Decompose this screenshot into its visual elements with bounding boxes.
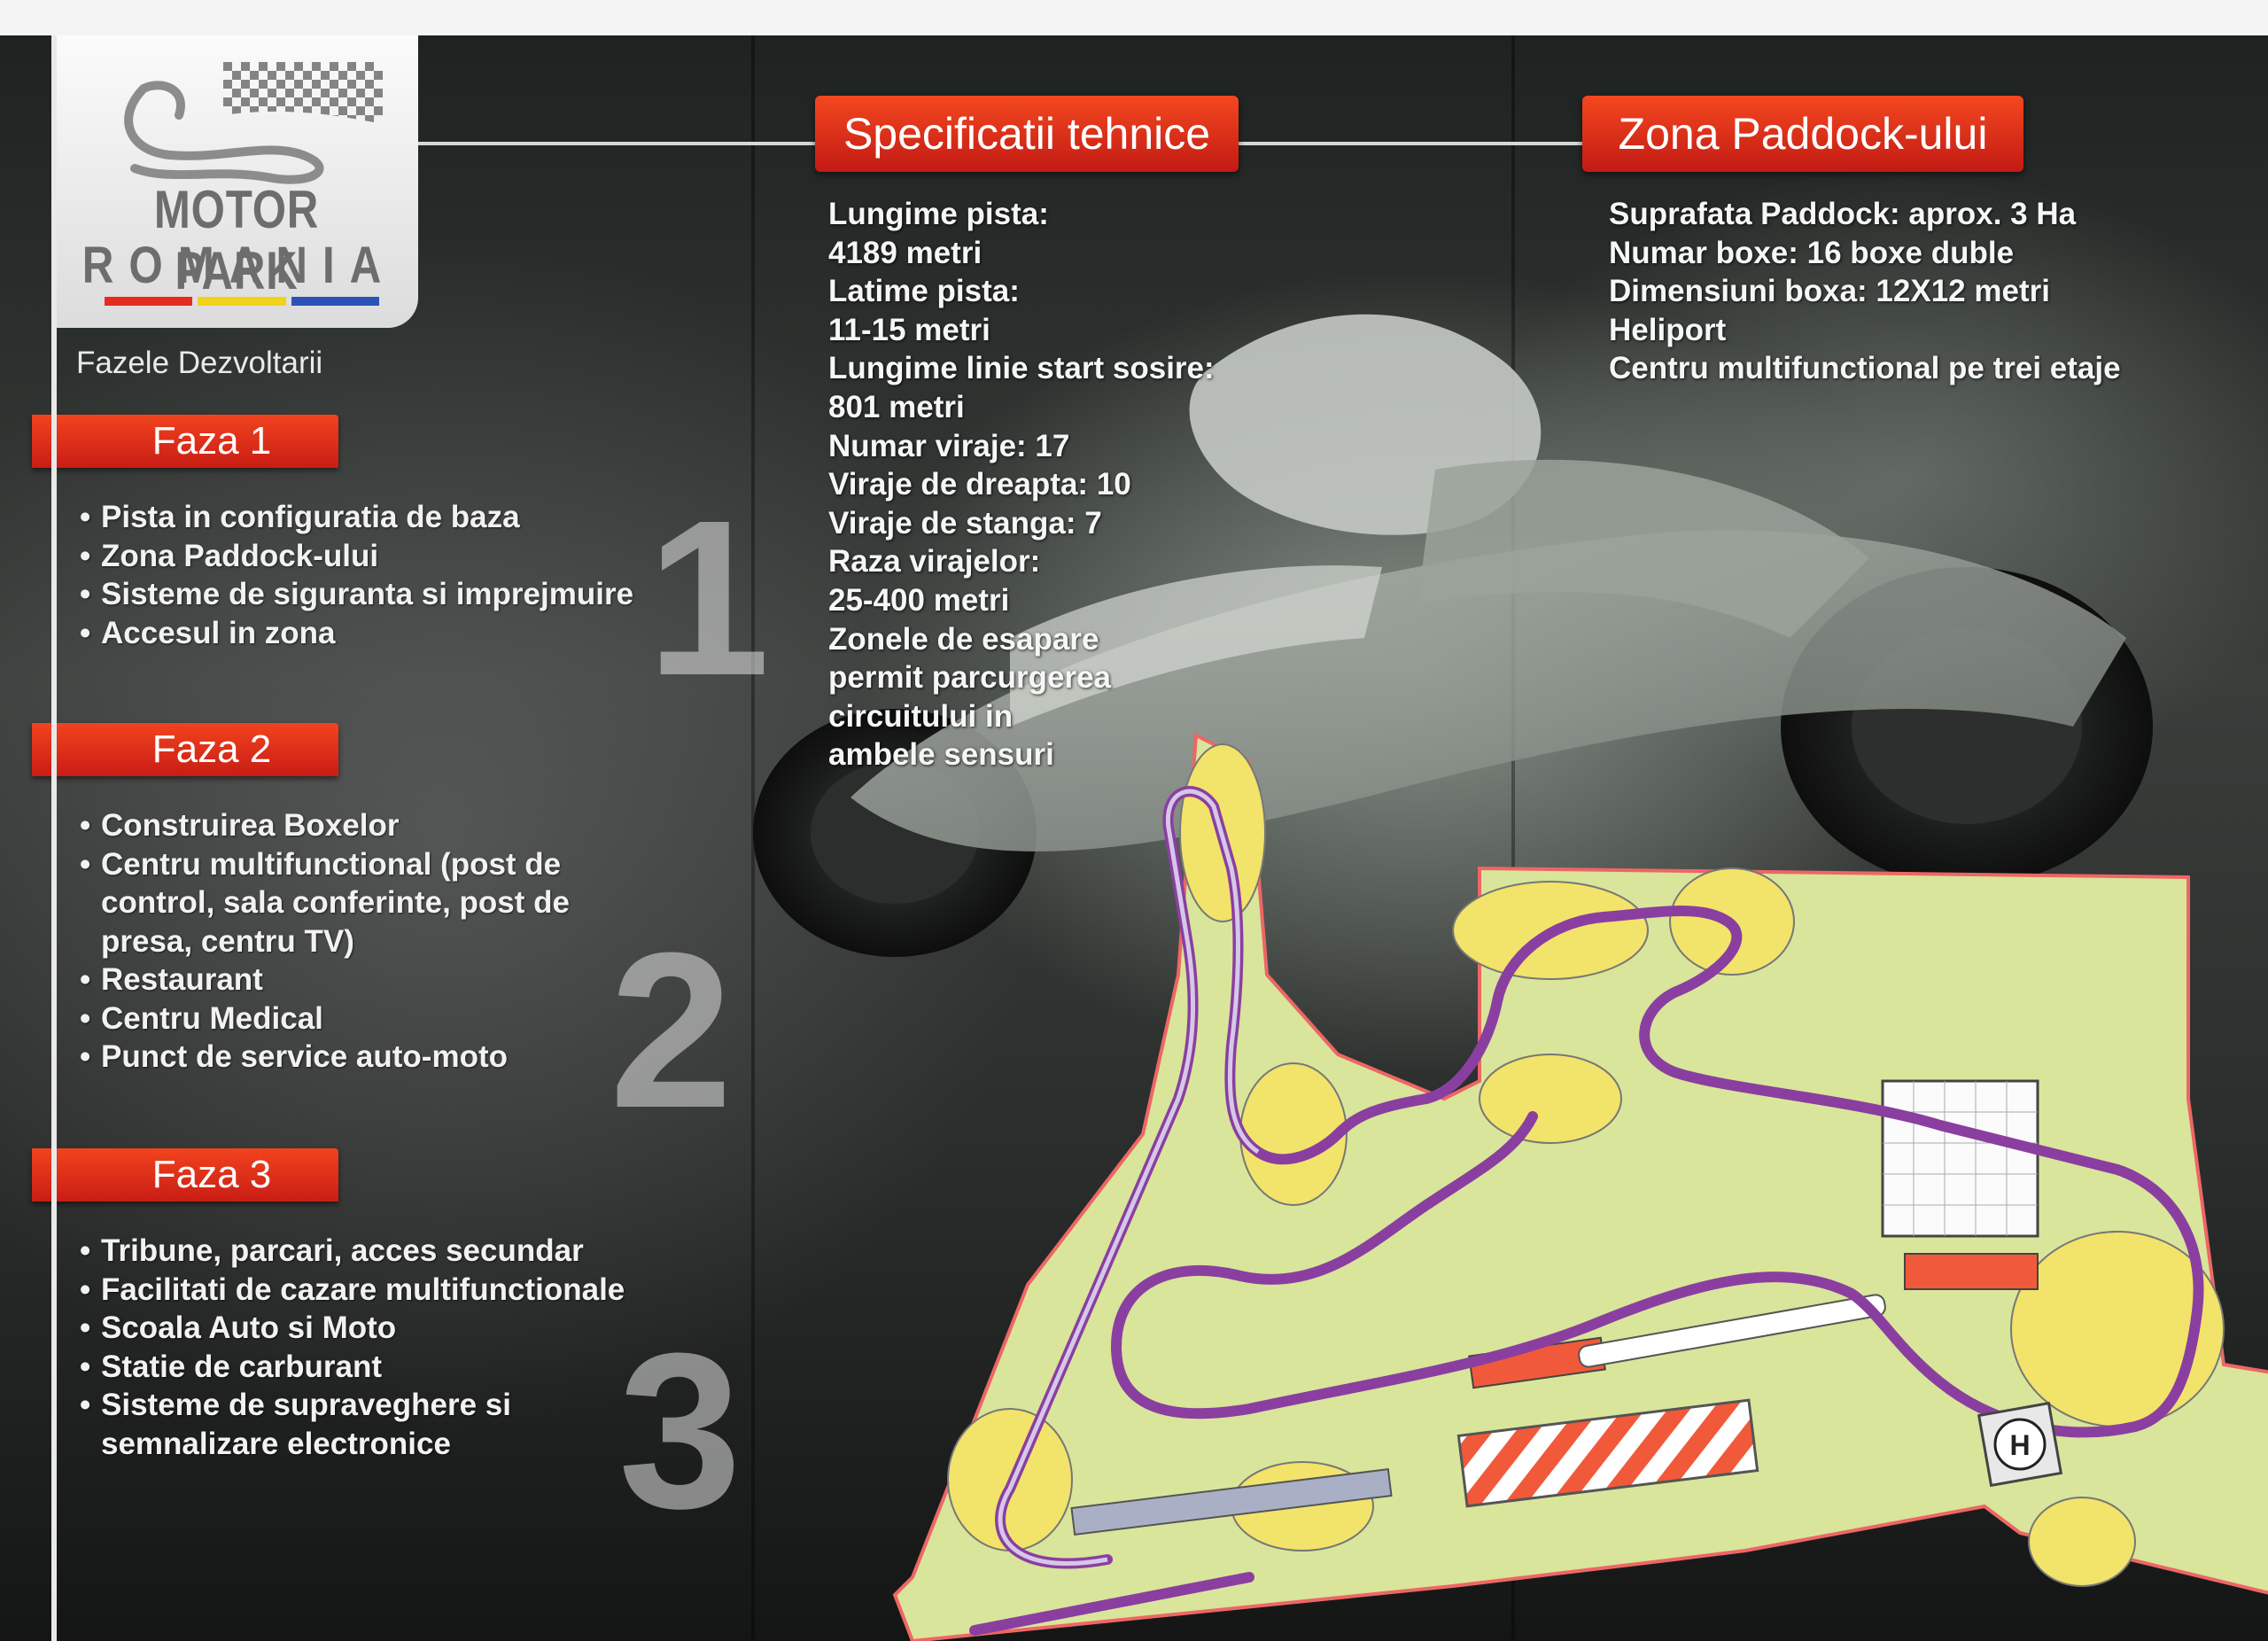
paddock-list: Suprafata Paddock: aprox. 3 Ha Numar box…	[1609, 195, 2121, 388]
heliport-icon: H	[1977, 1401, 2063, 1488]
list-item: •Construirea Boxelor	[80, 808, 400, 843]
spec-line: 11-15 metri	[828, 312, 990, 347]
list-item: •Tribune, parcari, acces secundar	[80, 1233, 584, 1268]
svg-text:H: H	[2009, 1429, 2030, 1461]
paddock-line: Numar boxe: 16 boxe duble	[1609, 235, 2015, 270]
spec-line: 4189 metri	[828, 235, 983, 270]
phase-1-list: •Pista in configuratia de baza •Zona Pad…	[80, 498, 633, 652]
list-item: •Facilitati de cazare multifunctionale	[80, 1272, 625, 1307]
runoff-areas	[947, 743, 2225, 1587]
scan-edge-line	[51, 35, 57, 1641]
phase-1-tab: Faza 1	[32, 415, 338, 468]
logo-title-romania: ROMANIA	[82, 237, 397, 294]
logo-title-motor-park: MOTOR PARK	[153, 180, 320, 300]
spec-line: Viraje de dreapta: 10	[828, 467, 1131, 502]
pit-building	[1456, 1398, 1759, 1508]
list-item: •Punct de service auto-moto	[80, 1039, 508, 1074]
spec-line: Viraje de stanga: 7	[828, 505, 1102, 541]
list-item: •Zona Paddock-ului	[80, 538, 379, 573]
motorcycle-rider-image	[753, 314, 2153, 957]
spec-line: permit parcurgerea	[828, 660, 1112, 696]
list-item: •Centru multifunctional (post de control…	[80, 846, 570, 959]
spec-line: 25-400 metri	[828, 582, 1010, 618]
track-layout-map: H	[892, 732, 2268, 1641]
flag-stripe-yellow	[198, 297, 286, 306]
phase-2-tab: Faza 2	[32, 723, 338, 776]
spec-line: 801 metri	[828, 389, 965, 424]
spec-line: Numar viraje: 17	[828, 428, 1070, 463]
spec-line: Zonele de esapare	[828, 621, 1099, 657]
phase-2-label: Faza 2	[151, 727, 272, 771]
list-item: •Scoala Auto si Moto	[80, 1310, 397, 1345]
phases-title: Fazele Dezvoltarii	[76, 346, 323, 380]
paddock-header: Zona Paddock-ului	[1582, 96, 2023, 172]
logo-card: MOTOR PARK ROMANIA	[55, 35, 418, 328]
phase-2-list: •Construirea Boxelor •Centru multifuncti…	[80, 806, 656, 1077]
phase-3-number: 3	[618, 1307, 742, 1554]
flag-stripe-blue	[291, 297, 379, 306]
specs-list: Lungime pista: 4189 metri Latime pista: …	[828, 195, 1215, 774]
spec-line: circuitului in	[828, 698, 1014, 734]
spec-line: Lungime pista:	[828, 197, 1049, 231]
list-item: •Accesul in zona	[80, 615, 336, 650]
list-item: •Centru Medical	[80, 1000, 323, 1036]
phase-1-label: Faza 1	[151, 419, 272, 463]
spec-line: ambele sensuri	[828, 737, 1054, 773]
track-inner-line	[998, 789, 1260, 1566]
romanian-flag-stripes	[105, 297, 379, 306]
paddock-line: Suprafata Paddock: aprox. 3 Ha	[1609, 197, 2077, 231]
flag-stripe-red	[105, 297, 193, 306]
list-item: •Pista in configuratia de baza	[80, 500, 520, 534]
service-road	[1578, 1294, 1886, 1368]
list-item: •Sisteme de siguranta si imprejmuire	[80, 577, 634, 611]
racetrack-flag-logo-icon	[124, 62, 383, 184]
phase-3-list: •Tribune, parcari, acces secundar •Facil…	[80, 1232, 656, 1463]
list-item: •Statie de carburant	[80, 1349, 383, 1384]
paddock-line: Heliport	[1609, 312, 1727, 347]
spec-line: Latime pista:	[828, 274, 1020, 309]
specs-header: Specificatii tehnice	[815, 96, 1239, 172]
fold-line-left	[751, 35, 755, 1641]
list-item: •Restaurant	[80, 962, 263, 997]
phase-1-number: 1	[647, 474, 771, 721]
phase-3-label: Faza 3	[151, 1153, 272, 1196]
spec-line: Lungime linie start sosire:	[828, 351, 1215, 386]
list-item: •Sisteme de supraveghere si semnalizare …	[80, 1388, 511, 1461]
paddock-line: Centru multifunctional pe trei etaje	[1609, 351, 2121, 386]
spec-line: Raza virajelor:	[828, 544, 1041, 579]
paddock-building	[1904, 1253, 2039, 1290]
phase-2-number: 2	[610, 906, 734, 1154]
phase-3-tab: Faza 3	[32, 1148, 338, 1202]
paddock-parking	[1881, 1079, 2039, 1238]
paddock-line: Dimensiuni boxa: 12X12 metri	[1609, 274, 2050, 309]
pit-lane-structure	[1070, 1468, 1393, 1536]
brochure-panel: MOTOR PARK ROMANIA Fazele Dezvoltarii Fa…	[0, 35, 2268, 1641]
fold-line-right	[1511, 35, 1515, 1641]
